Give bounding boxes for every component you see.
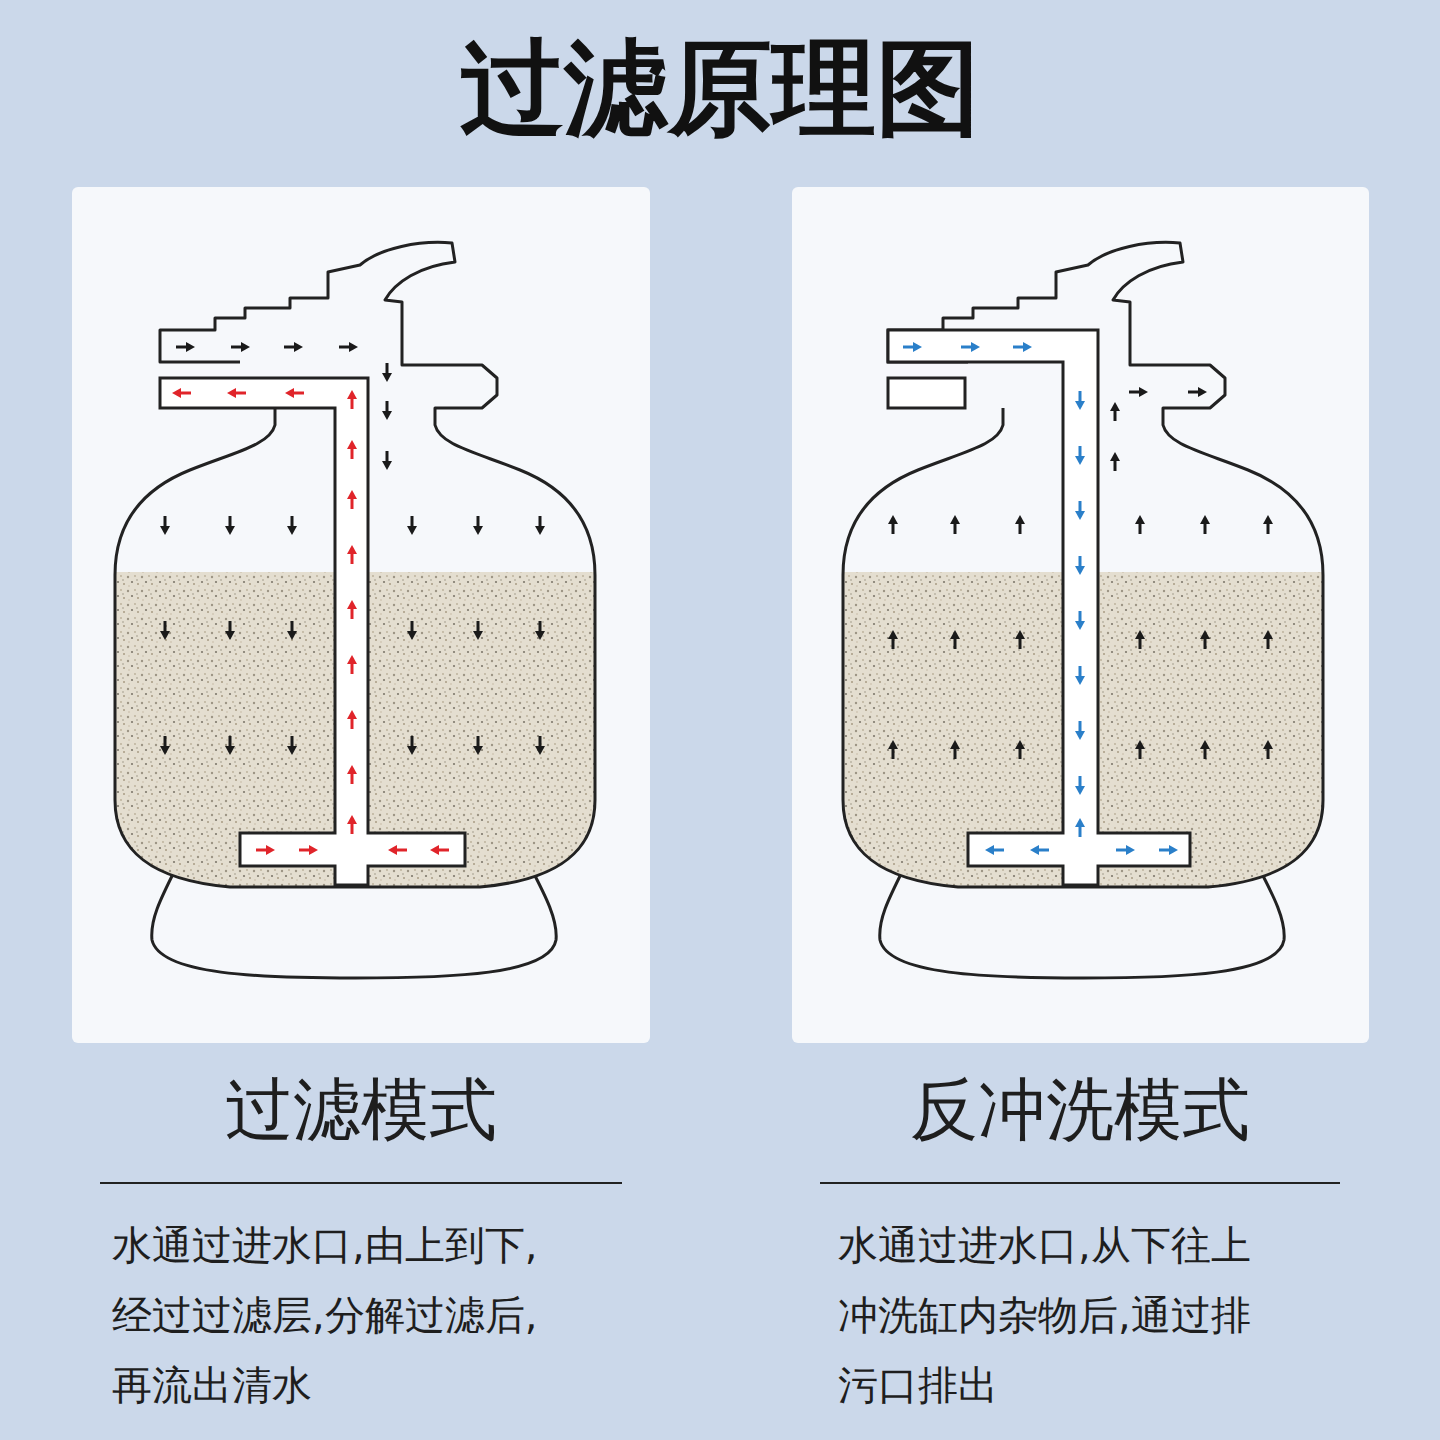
- flow-arrow: [473, 621, 483, 640]
- flow-arrow: [347, 440, 357, 459]
- flow-arrow: [535, 621, 545, 640]
- flow-arrow: [160, 736, 170, 755]
- flow-arrow: [287, 621, 297, 640]
- flow-arrow: [287, 516, 297, 535]
- flow-arrow: [535, 516, 545, 535]
- panel: [792, 187, 1369, 1043]
- flow-arrow: [347, 490, 357, 509]
- mode-description: 水通过进水口,从下往上 冲洗缸内杂物后,通过排 污口排出: [838, 1210, 1398, 1420]
- flow-arrow: [950, 630, 960, 649]
- flow-arrow: [1075, 446, 1085, 465]
- pipe: [888, 378, 965, 408]
- flow-arrow: [347, 390, 357, 409]
- filter-tank: [838, 242, 1328, 978]
- mode-heading: 过滤模式: [100, 1070, 622, 1150]
- page-title: 过滤原理图: [0, 28, 1440, 148]
- flow-arrow: [382, 401, 392, 420]
- flow-arrow: [1015, 630, 1025, 649]
- panel: [72, 187, 650, 1043]
- flow-arrow: [176, 342, 195, 352]
- flow-arrow: [1159, 845, 1178, 855]
- flow-arrow: [1075, 776, 1085, 795]
- flow-arrow: [888, 740, 898, 759]
- flow-arrow: [1263, 515, 1273, 534]
- flow-arrow: [1075, 818, 1085, 837]
- flow-arrow: [284, 342, 303, 352]
- flow-arrow: [1135, 740, 1145, 759]
- flow-arrow: [1135, 515, 1145, 534]
- flow-arrow: [256, 845, 275, 855]
- flow-arrow: [172, 388, 191, 398]
- flow-arrow: [347, 815, 357, 834]
- flow-arrow: [1200, 740, 1210, 759]
- pipe: [888, 330, 1190, 885]
- flow-arrows: [160, 342, 1273, 855]
- flow-arrow: [382, 451, 392, 470]
- flow-arrow: [1075, 721, 1085, 740]
- flow-arrow: [1013, 342, 1032, 352]
- flow-arrow: [950, 740, 960, 759]
- flow-arrow: [1200, 515, 1210, 534]
- flow-arrow: [903, 342, 922, 352]
- flow-arrow: [285, 388, 304, 398]
- flow-arrow: [225, 621, 235, 640]
- flow-arrow: [225, 516, 235, 535]
- flow-arrow: [160, 621, 170, 640]
- flow-arrow: [407, 516, 417, 535]
- flow-arrow: [160, 516, 170, 535]
- flow-arrow: [950, 515, 960, 534]
- flow-arrow: [1075, 391, 1085, 410]
- flow-arrow: [1263, 630, 1273, 649]
- flow-arrow: [347, 765, 357, 784]
- flow-arrow: [1075, 501, 1085, 520]
- flow-arrow: [473, 736, 483, 755]
- flow-arrow: [1075, 556, 1085, 575]
- flow-arrow: [382, 363, 392, 382]
- flow-arrow: [1110, 452, 1120, 471]
- mode-description: 水通过进水口,由上到下, 经过过滤层,分解过滤后, 再流出清水: [112, 1210, 672, 1420]
- flow-arrow: [299, 845, 318, 855]
- pipe: [160, 378, 465, 885]
- flow-arrow: [1188, 387, 1207, 397]
- flow-arrow: [1263, 740, 1273, 759]
- flow-arrow: [347, 600, 357, 619]
- flow-arrow: [407, 621, 417, 640]
- flow-arrow: [1135, 630, 1145, 649]
- flow-arrow: [1116, 845, 1135, 855]
- flow-arrow: [535, 736, 545, 755]
- flow-arrow: [1015, 740, 1025, 759]
- flow-arrow: [1075, 666, 1085, 685]
- flow-arrow: [407, 736, 417, 755]
- flow-arrow: [888, 630, 898, 649]
- divider: [100, 1182, 622, 1184]
- flow-arrow: [225, 736, 235, 755]
- divider: [820, 1182, 1340, 1184]
- flow-arrow: [347, 545, 357, 564]
- flow-arrow: [1075, 611, 1085, 630]
- filter-tank: [110, 242, 600, 978]
- flow-arrow: [347, 655, 357, 674]
- flow-arrow: [430, 845, 449, 855]
- flow-arrow: [961, 342, 980, 352]
- flow-arrow: [347, 710, 357, 729]
- flow-arrow: [985, 845, 1004, 855]
- flow-arrow: [1200, 630, 1210, 649]
- flow-arrow: [231, 342, 250, 352]
- flow-arrow: [1030, 845, 1049, 855]
- flow-arrow: [1015, 515, 1025, 534]
- flow-arrow: [473, 516, 483, 535]
- flow-arrow: [1110, 402, 1120, 421]
- flow-arrow: [1129, 387, 1148, 397]
- mode-heading: 反冲洗模式: [820, 1070, 1340, 1150]
- flow-arrow: [388, 845, 407, 855]
- flow-arrow: [287, 736, 297, 755]
- flow-arrow: [227, 388, 246, 398]
- flow-arrow: [339, 342, 358, 352]
- flow-arrow: [888, 515, 898, 534]
